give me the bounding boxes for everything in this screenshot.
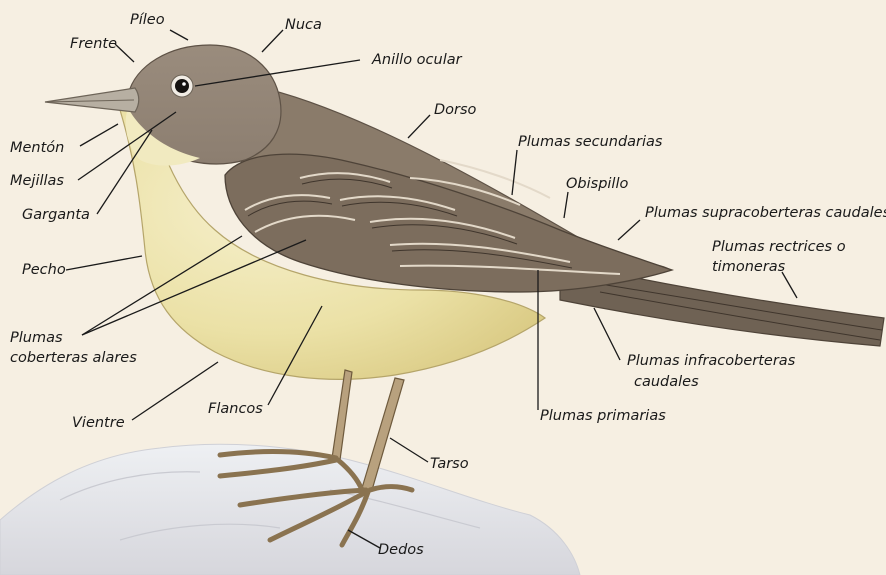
- label-pecho: Pecho: [22, 262, 66, 278]
- label-flancos: Flancos: [208, 401, 263, 417]
- label-pileo: Píleo: [130, 12, 165, 28]
- eye: [175, 79, 189, 93]
- label-dorso: Dorso: [434, 102, 477, 118]
- label-plumas-rectrices-line1: Plumas rectrices o: [712, 239, 846, 255]
- label-plumas-secundarias: Plumas secundarias: [518, 134, 663, 150]
- label-tarso: Tarso: [430, 456, 469, 472]
- label-garganta: Garganta: [22, 207, 90, 223]
- label-coberteras-line1: Plumas: [10, 330, 63, 346]
- label-mejillas: Mejillas: [10, 173, 64, 189]
- label-obispillo: Obispillo: [566, 176, 628, 192]
- rock: [0, 444, 580, 575]
- label-nuca: Nuca: [285, 17, 322, 33]
- eye-highlight: [182, 82, 186, 86]
- label-anillo-ocular: Anillo ocular: [371, 52, 463, 68]
- label-plumas-infracoberteras-line2: caudales: [634, 374, 699, 390]
- label-plumas-primarias: Plumas primarias: [540, 408, 666, 424]
- label-vientre: Vientre: [72, 415, 125, 431]
- label-frente: Frente: [70, 36, 117, 52]
- label-plumas-rectrices-line2: timoneras: [712, 259, 786, 275]
- label-menton: Mentón: [10, 140, 64, 156]
- label-coberteras-line2: coberteras alares: [10, 350, 137, 366]
- label-dedos: Dedos: [378, 542, 424, 558]
- label-plumas-infracoberteras-line1: Plumas infracoberteras: [627, 353, 796, 369]
- label-plumas-supracoberteras: Plumas supracoberteras caudales: [645, 205, 886, 221]
